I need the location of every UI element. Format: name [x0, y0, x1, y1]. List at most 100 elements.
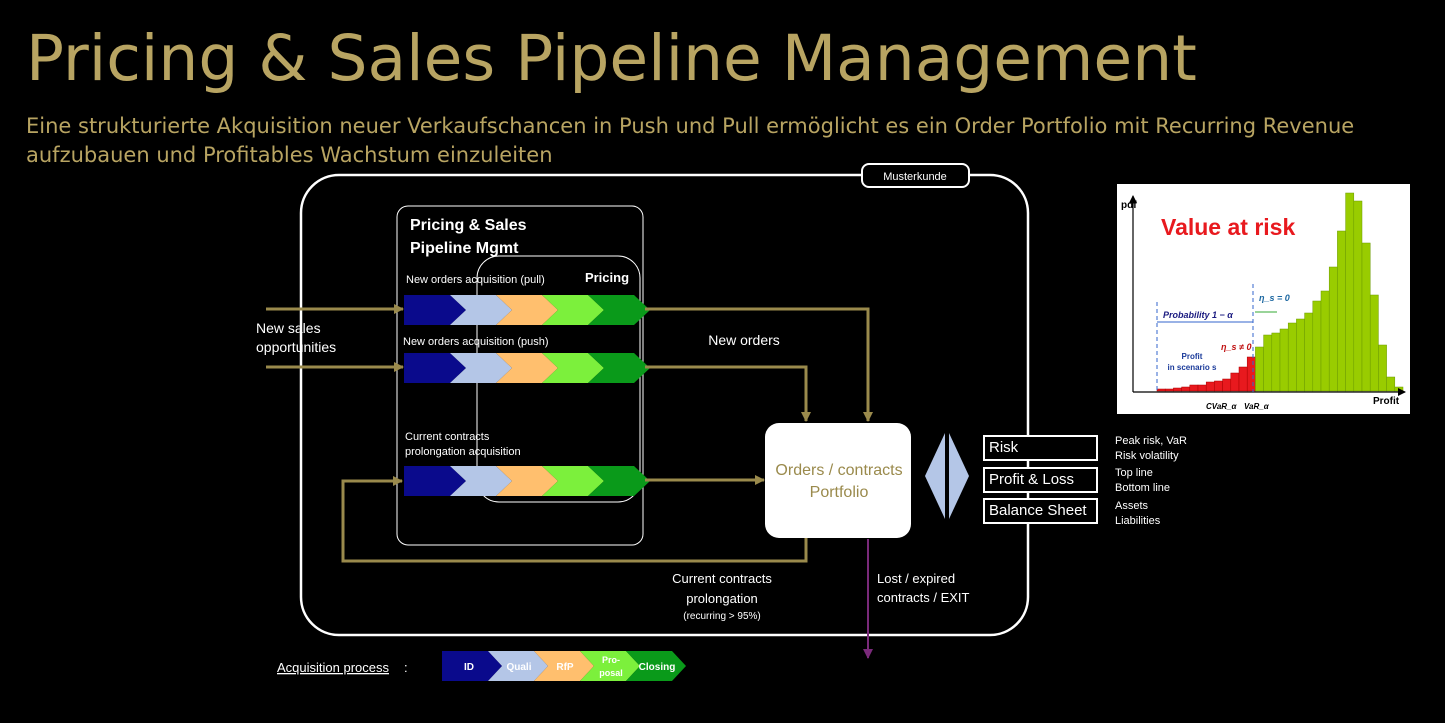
- var-histogram-bar: [1271, 332, 1281, 392]
- var-xlabel: Profit: [1373, 396, 1400, 407]
- portfolio-label-2: Portfolio: [810, 484, 869, 501]
- risk-note-1: Peak risk, VaR: [1115, 435, 1187, 447]
- status-box-bs-label: Balance Sheet: [989, 502, 1087, 519]
- double-arrow-icon: [925, 433, 969, 519]
- legend-step-2-label: RfP: [556, 662, 574, 673]
- legend-step-4-label: Closing: [639, 662, 676, 673]
- var-ann-var: VaR_α: [1244, 402, 1270, 411]
- pipeline-box-title-2: Pipeline Mgmt: [410, 240, 519, 257]
- var-histogram-bar: [1197, 384, 1207, 392]
- legend-colon: :: [404, 660, 408, 675]
- var-histogram-bar: [1189, 384, 1199, 392]
- var-histogram-bar: [1263, 334, 1273, 392]
- row-2-stage-0-chevron: [404, 466, 466, 496]
- row-0-stage-1-chevron: [450, 295, 512, 325]
- row-label-prolong-1: Current contracts: [405, 431, 490, 443]
- var-ann-eta-ne0: η_s ≠ 0: [1221, 342, 1251, 352]
- pipeline-box-title-1: Pricing & Sales: [410, 217, 527, 234]
- var-histogram-bar: [1386, 376, 1396, 392]
- risk-notes: Peak risk, VaR Risk volatility: [1115, 434, 1187, 464]
- row-label-prolong-2: prolongation acquisition: [405, 446, 521, 458]
- row-1-stage-1-chevron: [450, 353, 512, 383]
- pl-note-1: Top line: [1115, 467, 1153, 479]
- legend-step-2-chevron: [534, 651, 594, 681]
- musterkunde-frame: [299, 173, 1030, 637]
- legend-step-1-label: Quali: [506, 662, 531, 673]
- var-histogram-bar: [1214, 380, 1223, 392]
- var-histogram-bar: [1378, 344, 1387, 392]
- row-label-pull: New orders acquisition (pull): [406, 274, 545, 286]
- pipeline-box: [396, 205, 644, 546]
- var-histogram-bar: [1173, 387, 1182, 392]
- page-title: Pricing & Sales Pipeline Management: [26, 22, 1197, 95]
- exit-label-2: contracts / EXIT: [877, 590, 970, 605]
- prolongation-label-2: prolongation: [686, 591, 758, 606]
- var-histogram-bar: [1312, 300, 1322, 392]
- musterkunde-label: Musterkunde: [883, 171, 947, 183]
- var-histogram-bar: [1279, 328, 1289, 392]
- legend-step-0-chevron: [442, 651, 502, 681]
- legend-step-0-label: ID: [464, 662, 474, 673]
- var-histogram-bar: [1369, 294, 1379, 392]
- row-label-push: New orders acquisition (push): [403, 336, 549, 348]
- var-histogram: [1156, 192, 1404, 392]
- portfolio-label-1: Orders / contracts: [775, 462, 902, 479]
- row-1-stage-0-chevron: [404, 353, 466, 383]
- prolongation-label-3: (recurring > 95%): [683, 611, 761, 622]
- bs-note-1: Assets: [1115, 500, 1149, 512]
- var-ylabel: pdf: [1121, 200, 1137, 211]
- row-2-stage-4-chevron: [588, 466, 650, 496]
- var-histogram-bar: [1328, 266, 1338, 392]
- var-ann-eta0: η_s = 0: [1259, 293, 1290, 303]
- legend-step-4-chevron: [626, 651, 686, 681]
- value-at-risk-panel: pdf Profit Probability 1 − α η_s = 0 η_s…: [1117, 184, 1410, 414]
- status-box-profit-loss: Profit & Loss: [983, 467, 1098, 493]
- var-histogram-bar: [1394, 386, 1404, 392]
- var-ann-profit-2: in scenario s: [1168, 363, 1217, 372]
- var-histogram-bar: [1164, 388, 1174, 392]
- var-histogram-bar: [1181, 386, 1191, 392]
- row-0-stage-0-chevron: [404, 295, 466, 325]
- status-box-risk-label: Risk: [989, 439, 1019, 456]
- row-1-stage-2-chevron: [496, 353, 558, 383]
- var-title: Value at risk: [1161, 214, 1296, 240]
- var-histogram-bar: [1205, 381, 1215, 392]
- page-subtitle: Eine strukturierte Akquisition neuer Ver…: [26, 114, 1355, 167]
- legend-title: Acquisition process: [277, 660, 389, 675]
- new-orders-label: New orders: [708, 332, 780, 348]
- risk-note-2: Risk volatility: [1115, 450, 1179, 462]
- var-histogram-bar: [1320, 290, 1330, 392]
- row-2-stage-3-chevron: [542, 466, 604, 496]
- var-ann-prob: Probability 1 − α: [1163, 310, 1233, 320]
- input-label-2: opportunities: [256, 339, 336, 355]
- row-1-stage-3-chevron: [542, 353, 604, 383]
- var-histogram-bar: [1246, 356, 1256, 392]
- status-box-pl-label: Profit & Loss: [989, 471, 1075, 488]
- status-box-risk: Risk: [983, 435, 1098, 461]
- prolongation-label-1: Current contracts: [672, 571, 772, 586]
- row-2-stage-1-chevron: [450, 466, 512, 496]
- status-box-balance-sheet: Balance Sheet: [983, 498, 1098, 524]
- value-at-risk-chart: pdf Profit Probability 1 − α η_s = 0 η_s…: [1121, 192, 1406, 411]
- portfolio-box: [765, 423, 911, 538]
- var-histogram-bar: [1296, 318, 1305, 392]
- var-histogram-bar: [1287, 322, 1297, 392]
- pricing-label: Pricing: [585, 270, 629, 285]
- var-histogram-bar: [1304, 312, 1314, 392]
- row-0-stage-4-chevron: [588, 295, 650, 325]
- row-2-stage-2-chevron: [496, 466, 558, 496]
- var-histogram-bar: [1230, 372, 1240, 392]
- musterkunde-tag: [861, 163, 970, 188]
- var-histogram-bar: [1156, 388, 1166, 392]
- var-histogram-bar: [1353, 200, 1363, 392]
- pl-note-2: Bottom line: [1115, 482, 1171, 494]
- exit-label-1: Lost / expired: [877, 571, 955, 586]
- chevron-rows: [404, 295, 650, 496]
- var-histogram-bar: [1345, 192, 1355, 392]
- pl-notes: Top line Bottom line: [1115, 466, 1170, 496]
- pull-output-arrow: [645, 307, 873, 422]
- legend-step-3-chevron: [580, 651, 640, 681]
- input-label-1: New sales: [256, 320, 321, 336]
